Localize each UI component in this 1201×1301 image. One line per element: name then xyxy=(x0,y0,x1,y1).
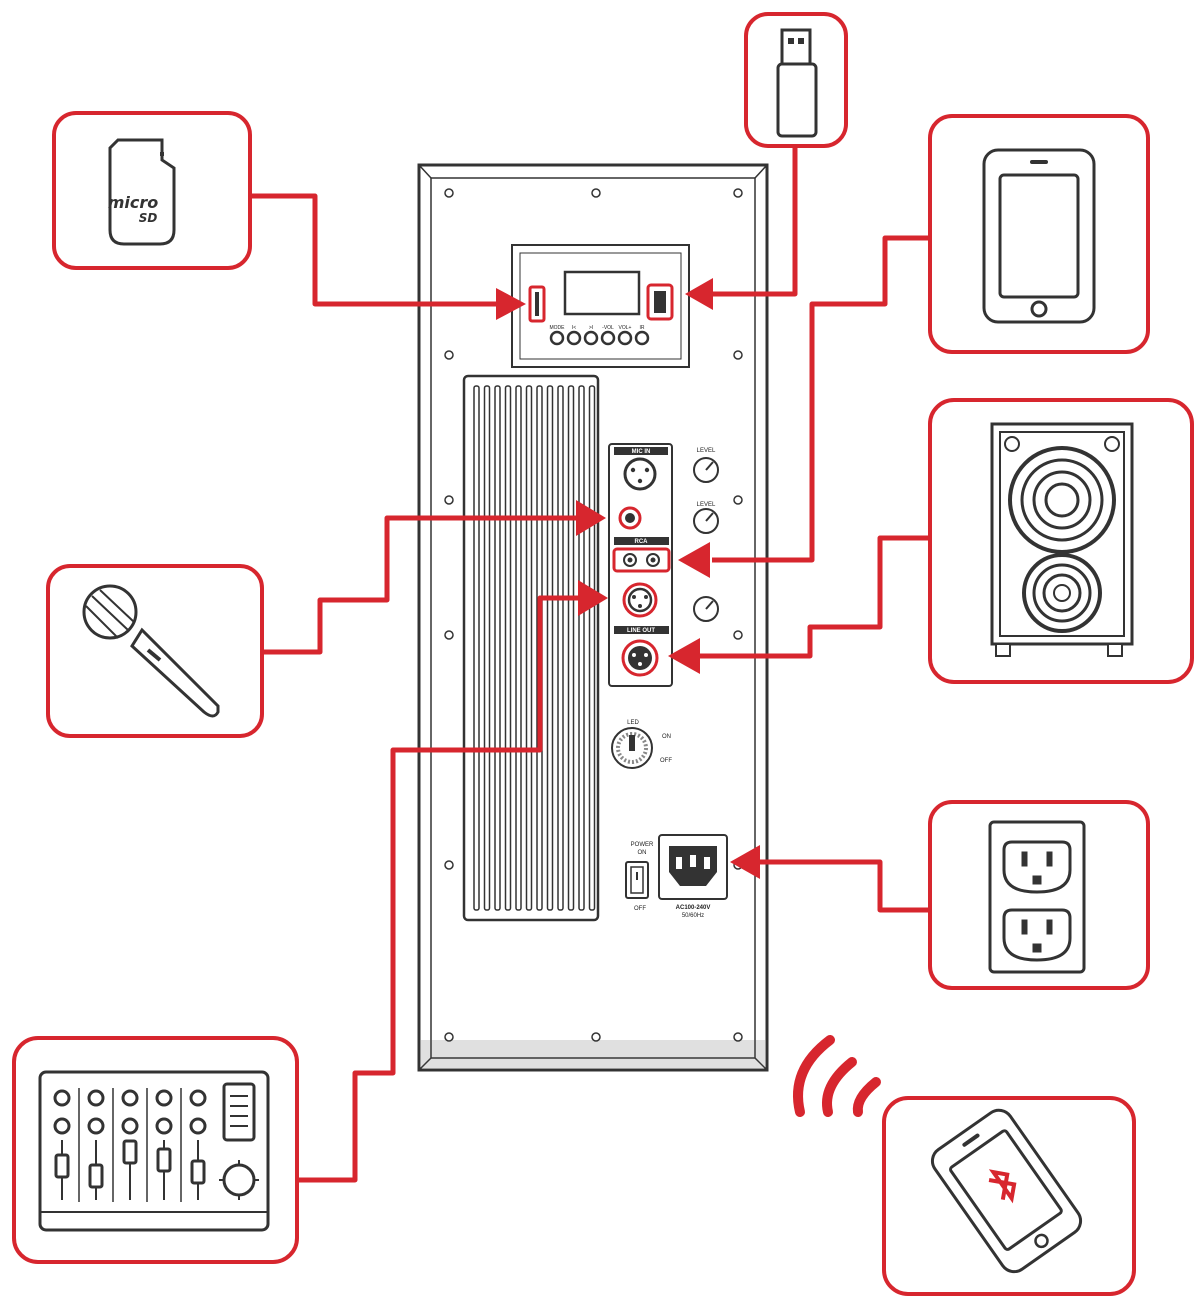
line-out-label: LINE OUT xyxy=(627,628,655,634)
heatsink-fin xyxy=(504,385,512,911)
led-on-label: ON xyxy=(662,734,671,740)
heatsink-fin xyxy=(546,385,554,911)
heatsink-fin xyxy=(515,385,522,911)
media-button[interactable] xyxy=(566,330,582,346)
power-outlet-icon xyxy=(988,820,1086,974)
ac-power-inlet[interactable]: AC100-240V 50/60Hz xyxy=(658,834,728,919)
heatsink-fin xyxy=(473,385,480,911)
heatsink-fin xyxy=(567,385,575,911)
rca-inputs[interactable] xyxy=(612,547,671,573)
sd-brand-text-2: SD xyxy=(139,211,158,225)
led-label: LED xyxy=(627,720,639,726)
heatsink-fin xyxy=(557,385,564,911)
speaker-cabinet-icon xyxy=(990,422,1134,657)
mixer-knob xyxy=(53,1089,71,1107)
media-button-label: VOL+ xyxy=(619,325,632,331)
level-knobs: LEVEL LEVEL xyxy=(693,448,719,622)
media-button[interactable] xyxy=(549,330,565,346)
bluetooth-phone-icon xyxy=(930,1108,1083,1274)
mixer-knob xyxy=(87,1117,105,1135)
media-button[interactable] xyxy=(634,330,650,346)
io-strip: MIC IN RCA LINE OUT xyxy=(608,443,673,687)
media-button[interactable] xyxy=(600,330,616,346)
media-button-label: MODE xyxy=(550,325,566,331)
mixer-knob xyxy=(155,1117,173,1135)
heatsink-fin xyxy=(483,385,491,911)
led-switch[interactable]: LED ON OFF xyxy=(611,720,672,769)
power-label: POWER xyxy=(631,842,654,848)
bluetooth-signal-waves xyxy=(793,1035,881,1117)
mixer-fader xyxy=(190,1159,206,1185)
heatsink-fin xyxy=(588,385,596,911)
panel-screws xyxy=(444,188,743,1042)
sd-brand-text: micro xyxy=(108,193,159,212)
amplifier-heatsink xyxy=(462,374,600,922)
audio-mixer-icon xyxy=(38,1070,270,1232)
smartphone-icon xyxy=(982,148,1096,324)
power-switch[interactable]: POWER ON OFF xyxy=(625,842,654,912)
microphone-icon xyxy=(82,584,220,718)
ac-frequency-label: 50/60Hz xyxy=(682,913,704,919)
ac-voltage-label: AC100-240V xyxy=(676,905,711,911)
mixer-knob xyxy=(155,1089,173,1107)
micro-sd-card-icon: micro SD xyxy=(108,138,176,246)
mixer-fader xyxy=(54,1153,70,1179)
media-button[interactable] xyxy=(583,330,599,346)
level-knob-1-label: LEVEL xyxy=(697,448,716,454)
media-buttons: MODE I< >I -VOL VOL+ IR xyxy=(549,325,650,346)
led-off-label: OFF xyxy=(660,758,672,764)
media-button-label: -VOL xyxy=(602,325,614,331)
rca-label: RCA xyxy=(635,539,649,545)
mixer-knob xyxy=(189,1089,207,1107)
lcd-display xyxy=(563,270,641,316)
mixer-knob xyxy=(53,1117,71,1135)
bluetooth-icon xyxy=(988,1169,1017,1204)
connector-lines xyxy=(250,146,930,1183)
mixer-fader xyxy=(88,1163,104,1189)
media-button[interactable] xyxy=(617,330,633,346)
media-button-label: >I xyxy=(589,325,593,331)
heatsink-fin xyxy=(578,385,585,911)
mixer-knob xyxy=(189,1117,207,1135)
heatsink-fin xyxy=(525,385,533,911)
mixer-fader xyxy=(156,1147,172,1173)
mixer-knob xyxy=(121,1089,139,1107)
power-off-label: OFF xyxy=(634,906,646,912)
connector-arrows xyxy=(496,278,760,879)
mixer-knob xyxy=(121,1117,139,1135)
mixer-fader xyxy=(122,1139,138,1165)
media-player-module: MODE I< >I -VOL VOL+ IR xyxy=(511,244,690,368)
speaker-back-panel: MODE I< >I -VOL VOL+ IR MIC IN RCA xyxy=(417,163,769,1072)
mic-in-label: MIC IN xyxy=(632,449,651,455)
level-knob-2-label: LEVEL xyxy=(697,502,716,508)
mixer-knob xyxy=(87,1089,105,1107)
usb-drive-icon xyxy=(776,28,818,138)
media-button-label: IR xyxy=(640,325,645,331)
mic-in-xlr-jack-1[interactable] xyxy=(623,457,657,491)
power-on-label: ON xyxy=(638,850,647,856)
media-button-label: I< xyxy=(572,325,576,331)
heatsink-fin xyxy=(494,385,501,911)
